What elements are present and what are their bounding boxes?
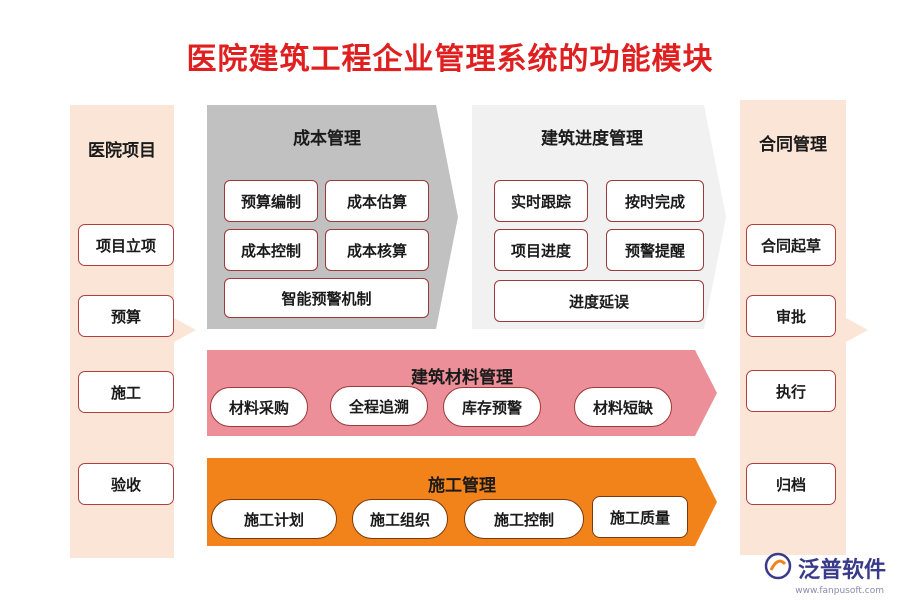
progress-item-realtime-tracking[interactable]: 实时跟踪 <box>494 180 588 222</box>
contract-management-title: 合同管理 <box>759 135 827 155</box>
progress-item-delay[interactable]: 进度延误 <box>494 280 704 322</box>
page-title: 医院建筑工程企业管理系统的功能模块 <box>186 42 714 77</box>
brand-name: 泛普软件 <box>797 558 886 583</box>
progress-item-project-progress[interactable]: 项目进度 <box>494 229 588 271</box>
construction-item-quality[interactable]: 施工质量 <box>592 496 688 538</box>
material-item-shortage[interactable]: 材料短缺 <box>574 387 672 427</box>
left-item-construction[interactable]: 施工 <box>78 371 174 413</box>
cost-item-cost-estimate[interactable]: 成本估算 <box>325 180 429 222</box>
right-item-approval[interactable]: 审批 <box>746 295 836 337</box>
construction-management-title: 施工管理 <box>428 476 496 496</box>
cost-item-cost-accounting[interactable]: 成本核算 <box>325 229 429 271</box>
progress-management-title: 建筑进度管理 <box>541 129 643 149</box>
left-item-project-initiation[interactable]: 项目立项 <box>78 224 174 266</box>
construction-item-control[interactable]: 施工控制 <box>464 499 584 539</box>
right-column-arrow <box>846 318 868 342</box>
material-item-traceability[interactable]: 全程追溯 <box>330 386 428 426</box>
material-item-stock-warning[interactable]: 库存预警 <box>443 387 541 427</box>
cost-management-title: 成本管理 <box>293 129 361 149</box>
hospital-project-title: 医院项目 <box>88 141 156 161</box>
left-item-budget[interactable]: 预算 <box>78 295 174 337</box>
right-item-contract-draft[interactable]: 合同起草 <box>746 224 836 266</box>
construction-item-organization[interactable]: 施工组织 <box>352 499 448 539</box>
fanpu-logo-icon <box>764 552 792 584</box>
progress-item-on-time[interactable]: 按时完成 <box>606 180 704 222</box>
material-management-title: 建筑材料管理 <box>411 368 513 388</box>
cost-item-cost-control[interactable]: 成本控制 <box>224 229 318 271</box>
cost-item-smart-warning[interactable]: 智能预警机制 <box>224 278 429 318</box>
brand-logo: 泛普软件 <box>764 552 886 584</box>
cost-item-budget-preparation[interactable]: 预算编制 <box>224 180 318 222</box>
construction-item-plan[interactable]: 施工计划 <box>211 499 337 539</box>
right-item-archive[interactable]: 归档 <box>746 463 836 505</box>
left-item-acceptance[interactable]: 验收 <box>78 463 174 505</box>
brand-url: www.fanpusoft.com <box>795 586 884 596</box>
progress-item-warning-reminder[interactable]: 预警提醒 <box>606 229 704 271</box>
left-column-arrow <box>174 318 196 342</box>
material-item-procurement[interactable]: 材料采购 <box>210 387 308 427</box>
right-item-execution[interactable]: 执行 <box>746 370 836 412</box>
